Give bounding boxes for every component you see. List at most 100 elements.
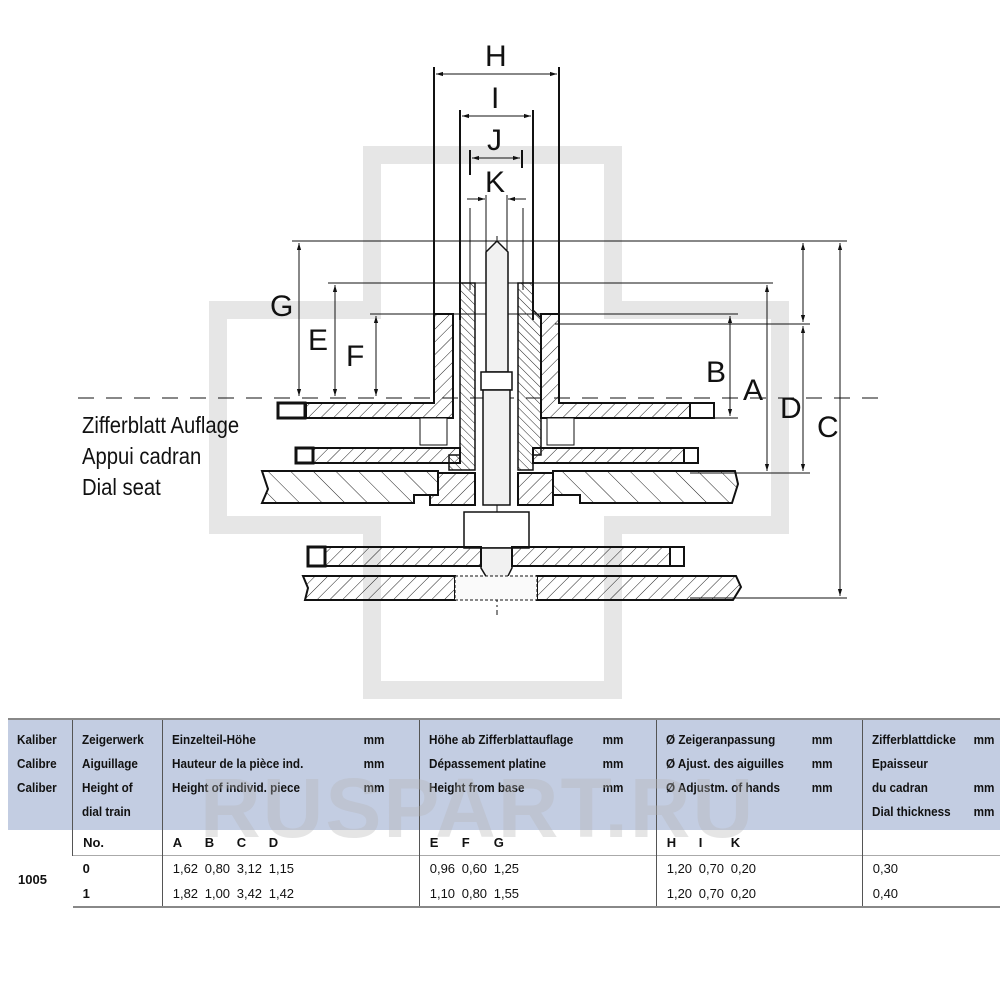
hour-wheel xyxy=(276,313,715,446)
header-text: Height from base xyxy=(428,780,525,795)
dial-seat-label-fr: Appui cadran xyxy=(82,443,202,469)
header-text: Aiguillage xyxy=(82,756,138,771)
header-text: Ø Adjustm. of hands xyxy=(665,780,780,795)
col-label-a: A xyxy=(172,835,183,850)
unit-label: mm xyxy=(811,756,833,771)
dimension-spec-table: Kaliber Calibre Caliber Zeigerwerk Aigui… xyxy=(8,718,1000,908)
header-text: Ø Zeigeranpassung xyxy=(665,732,775,747)
value-d: 1,42 xyxy=(268,886,295,901)
piece-values: 1,82 1,00 3,42 1,42 xyxy=(161,881,420,908)
row-number: 1 xyxy=(82,886,90,901)
center-arbor xyxy=(463,239,530,597)
piece-subheaders: A B C D xyxy=(161,830,420,856)
dim-label-j: J xyxy=(487,124,502,157)
row-number: 0 xyxy=(82,861,90,876)
value-g: 1,55 xyxy=(493,886,520,901)
unit-label: mm xyxy=(973,732,995,747)
header-dial-train: Zeigerwerk Aiguillage Height of dial tra… xyxy=(72,718,163,830)
value-a: 1,82 xyxy=(172,886,199,901)
dim-label-h: H xyxy=(485,40,507,73)
dim-label-b: B xyxy=(706,356,726,389)
col-label-b: B xyxy=(204,835,215,850)
header-text: Height of xyxy=(82,780,133,795)
header-text: Height of individ. piece xyxy=(171,780,300,795)
table-header-row: Kaliber Calibre Caliber Zeigerwerk Aigui… xyxy=(8,718,1000,830)
dial-seat-label-en: Dial seat xyxy=(82,474,161,500)
dial-seat-label-de: Zifferblatt Auflage xyxy=(82,412,240,438)
col-label-g: G xyxy=(493,835,504,850)
value-h: 1,20 xyxy=(666,886,693,901)
dial-subheader xyxy=(861,830,1000,856)
table-row: 1 1,82 1,00 3,42 1,42 1,10 0,80 1,55 1,20 0,70… xyxy=(8,881,1000,908)
value-f: 0,80 xyxy=(461,886,488,901)
value-k: 0,20 xyxy=(730,861,757,876)
left-height-dimensions xyxy=(296,243,379,396)
value-i: 0,70 xyxy=(698,886,725,901)
col-label-k: K xyxy=(730,835,741,850)
value-b: 1,00 xyxy=(204,886,231,901)
main-plate xyxy=(260,470,740,506)
dim-label-i: I xyxy=(491,82,499,115)
caliber-number: 1005 xyxy=(18,872,47,887)
header-text: du cadran xyxy=(871,780,928,795)
lower-plate xyxy=(301,575,743,601)
col-label-f: F xyxy=(461,835,470,850)
header-text: Kaliber xyxy=(17,732,57,747)
value-dial-thickness: 0,30 xyxy=(872,861,899,876)
value-c: 3,42 xyxy=(236,886,263,901)
right-height-dimensions xyxy=(727,243,843,596)
header-text: Ø Ajust. des aiguilles xyxy=(665,756,784,771)
minute-wheel xyxy=(294,446,699,465)
lower-wheel xyxy=(306,545,685,568)
header-text: Höhe ab Zifferblattauflage xyxy=(428,732,574,747)
no-cell: 1 xyxy=(72,881,163,908)
base-values: 1,10 0,80 1,55 xyxy=(418,881,657,908)
header-text: dial train xyxy=(82,804,131,819)
value-d: 1,15 xyxy=(268,861,295,876)
value-c: 3,12 xyxy=(236,861,263,876)
dim-label-e: E xyxy=(308,324,328,357)
unit-label: mm xyxy=(602,732,624,747)
header-dial-thickness: Zifferblattdicke mm Epaisseur du cadran mm… xyxy=(861,718,1000,830)
header-caliber: Kaliber Calibre Caliber xyxy=(8,718,73,830)
header-text: Calibre xyxy=(17,756,57,771)
header-text: Caliber xyxy=(17,780,57,795)
background-cross-logo xyxy=(209,146,789,699)
col-label-c: C xyxy=(236,835,247,850)
unit-label: mm xyxy=(363,732,385,747)
unit-label: mm xyxy=(363,756,385,771)
header-text: Zifferblattdicke xyxy=(871,732,956,747)
header-text: Dial thickness xyxy=(871,804,951,819)
dim-label-k: K xyxy=(485,166,505,199)
col-label-d: D xyxy=(268,835,279,850)
dim-label-f: F xyxy=(346,340,364,373)
no-cell: 0 xyxy=(72,855,163,881)
value-e: 0,96 xyxy=(429,861,456,876)
dim-label-d: D xyxy=(780,392,802,425)
no-header: No. xyxy=(72,830,163,856)
header-text: Epaisseur xyxy=(871,756,928,771)
value-e: 1,10 xyxy=(429,886,456,901)
cannon-pinion xyxy=(448,282,542,471)
col-label-h: H xyxy=(666,835,677,850)
unit-label: mm xyxy=(811,732,833,747)
dim-label-c: C xyxy=(817,411,839,444)
no-label: No. xyxy=(83,835,105,850)
dial-train-cross-section: H I J K G E F B A D C xyxy=(78,40,880,699)
dial-seat-label: Zifferblatt Auflage Appui cadran Dial se… xyxy=(82,410,239,503)
unit-label: mm xyxy=(973,780,995,795)
value-dial-thickness: 0,40 xyxy=(872,886,899,901)
unit-label: mm xyxy=(602,756,624,771)
caliber-cell: 1005 xyxy=(8,830,73,907)
header-text: Hauteur de la pièce ind. xyxy=(171,756,304,771)
value-h: 1,20 xyxy=(666,861,693,876)
